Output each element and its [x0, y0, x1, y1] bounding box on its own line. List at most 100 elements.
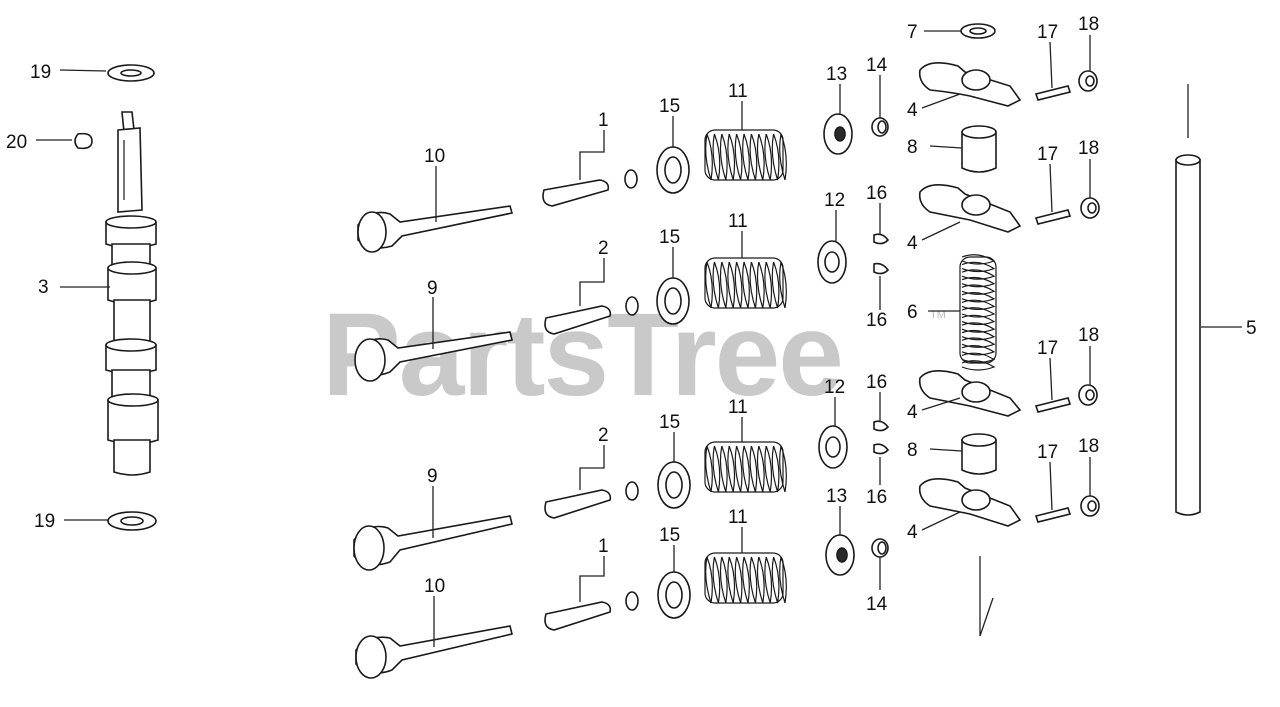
leader-line [1049, 357, 1053, 401]
cotter-d[interactable] [873, 443, 890, 455]
valve-spring-row-1[interactable] [704, 129, 787, 181]
callout-c2a: 2 [579, 238, 609, 306]
adjust-screw-4[interactable] [1034, 507, 1072, 523]
leader-line [1049, 163, 1053, 213]
callout-number: 18 [1078, 325, 1099, 346]
callout-c14b: 14 [866, 557, 888, 615]
watermark-trademark: TM [930, 309, 946, 321]
rocker-arm-2[interactable] [918, 184, 1022, 233]
callout-c11b: 11 [728, 211, 748, 258]
spring-retainer-row-4[interactable] [825, 534, 855, 576]
callout-number: 11 [728, 211, 748, 232]
cotter-c[interactable] [873, 420, 890, 432]
callout-number: 19 [30, 62, 51, 83]
cotter-a[interactable] [873, 233, 890, 245]
spring-seat-row-1[interactable] [656, 146, 690, 194]
callout-number: 15 [659, 412, 680, 433]
adjust-screw-1[interactable] [1034, 85, 1072, 101]
rocker-shaft-washer[interactable] [960, 23, 996, 39]
callout-c3: 3 [38, 277, 110, 298]
rocker-spring[interactable] [959, 254, 997, 371]
valve-spring-row-2[interactable] [704, 257, 787, 309]
callout-number: 17 [1037, 144, 1058, 165]
lock-nut-1[interactable] [1078, 70, 1098, 92]
callout-c11c: 11 [728, 397, 748, 442]
spring-retainer-row-2[interactable] [817, 240, 847, 284]
callout-number: 6 [907, 302, 918, 323]
spring-seat-row-3[interactable] [657, 461, 691, 509]
callout-number: 16 [866, 310, 887, 331]
callout-number: 12 [824, 190, 845, 211]
cotter-b[interactable] [873, 262, 890, 275]
valve-guide-row-2[interactable] [544, 296, 639, 335]
callout-c4c: 4 [907, 397, 961, 423]
valve-row-2[interactable] [354, 331, 513, 382]
callout-c13a: 13 [826, 64, 847, 114]
spring-retainer-row-3[interactable] [818, 425, 848, 469]
assembly-axis-line-2 [979, 597, 994, 637]
valve-spring-row-4[interactable] [704, 552, 787, 604]
valve-cap-top[interactable] [871, 117, 889, 137]
woodruff-key[interactable] [74, 132, 93, 150]
valve-cap-bottom[interactable] [871, 538, 889, 558]
leader-line [921, 511, 961, 531]
lock-nut-2[interactable] [1080, 197, 1100, 219]
lock-nut-4[interactable] [1080, 495, 1100, 517]
callout-layer: 1920319109910122115151515111111111312121… [6, 14, 1257, 647]
valve-guide-row-3[interactable] [544, 481, 639, 519]
callout-number: 4 [907, 233, 918, 254]
callout-number: 11 [728, 397, 748, 418]
callout-number: 11 [728, 81, 748, 102]
callout-number: 2 [598, 238, 609, 259]
callout-c4b: 4 [907, 221, 961, 254]
callout-c18d: 18 [1078, 436, 1099, 496]
callout-number: 17 [1037, 338, 1058, 359]
leader-line [579, 556, 605, 602]
callout-c10b: 10 [424, 576, 445, 647]
spring-seat-row-2[interactable] [656, 277, 690, 325]
adjust-screw-2[interactable] [1034, 209, 1072, 225]
callout-number: 8 [907, 137, 918, 158]
callout-c17d: 17 [1037, 442, 1058, 511]
callout-number: 4 [907, 402, 918, 423]
rocker-collar-top[interactable] [961, 125, 997, 173]
callout-number: 18 [1078, 14, 1099, 35]
callout-c19b: 19 [34, 511, 108, 532]
spring-seat-row-4[interactable] [657, 571, 691, 619]
valve-row-3[interactable] [353, 515, 513, 571]
callout-c4a: 4 [907, 93, 961, 121]
adjust-screw-3[interactable] [1034, 397, 1072, 413]
rocker-arm-3[interactable] [918, 370, 1022, 417]
valve-spring-row-3[interactable] [704, 441, 787, 493]
valve-row-4[interactable] [355, 625, 513, 679]
rocker-arm-4[interactable] [918, 478, 1022, 527]
callout-number: 8 [907, 440, 918, 461]
callout-number: 15 [659, 227, 680, 248]
callout-c4d: 4 [907, 511, 961, 543]
spring-retainer-row-1[interactable] [823, 113, 853, 155]
callout-number: 15 [659, 525, 680, 546]
callout-number: 14 [866, 55, 888, 76]
callout-number: 18 [1078, 138, 1099, 159]
callout-number: 4 [907, 522, 918, 543]
callout-c16d: 16 [866, 457, 887, 508]
camshaft[interactable] [105, 111, 159, 476]
callout-c15a: 15 [659, 96, 680, 147]
leader-line [579, 258, 605, 306]
callout-c8a: 8 [907, 137, 963, 158]
callout-c10a: 10 [424, 146, 445, 222]
valve-guide-row-1[interactable] [542, 169, 638, 207]
callout-number: 13 [826, 486, 847, 507]
callout-c8b: 8 [907, 440, 963, 461]
valve-guide-row-4[interactable] [544, 591, 639, 631]
rocker-arm-1[interactable] [918, 62, 1022, 107]
rocker-collar-bottom[interactable] [961, 433, 997, 475]
rocker-shaft[interactable] [1175, 154, 1201, 516]
leader-line [59, 69, 107, 72]
callout-c17c: 17 [1037, 338, 1058, 401]
leader-line [929, 448, 963, 452]
valve-row-1[interactable] [357, 205, 514, 253]
callout-c11a: 11 [728, 81, 748, 130]
lock-nut-3[interactable] [1078, 384, 1098, 406]
